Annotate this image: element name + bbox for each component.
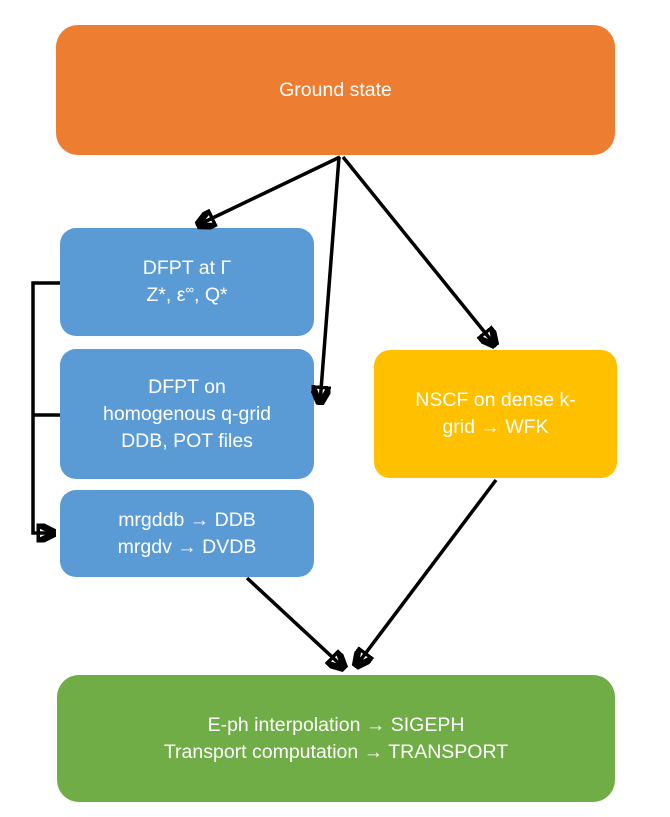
edge-nscf-to-eph (356, 478, 498, 666)
node-eph-transport: E-ph interpolation → SIGEPH Transport co… (57, 675, 615, 802)
node-nscf-line2: grid → WFK (442, 416, 549, 438)
edge-mrgddb-to-eph (245, 576, 344, 668)
node-ground-state: Ground state (56, 25, 615, 155)
node-mrgddb-line2: mrgdv → DVDB (117, 535, 257, 558)
node-dfpt-gamma-line2a: Z*, ε (146, 284, 186, 306)
node-dfpt-gamma-line1: DFPT at Γ (142, 257, 232, 279)
node-nscf-line1: NSCF on dense k- (415, 389, 576, 411)
node-eph-line1: E-ph interpolation → SIGEPH (207, 713, 465, 736)
edge-ground-to-dfpt-qgrid (320, 156, 341, 403)
node-mrgddb-line1: mrgddb → DDB (118, 508, 256, 531)
edge-dfpt-gamma-to-mrgddb (31, 281, 60, 533)
node-dfpt-qgrid-line3: DDB, POT files (121, 429, 253, 452)
node-dfpt-gamma-line2: Z*, ε∞, Q* (146, 282, 227, 309)
node-nscf: NSCF on dense k- grid → WFK (374, 350, 617, 478)
edge-ground-to-dfpt-gamma (198, 155, 341, 225)
node-dfpt-gamma-line2-sup: ∞ (185, 282, 195, 297)
node-mrgddb: mrgddb → DDB mrgdv → DVDB (60, 490, 314, 577)
node-dfpt-gamma-line2b: , Q* (194, 284, 228, 306)
node-dfpt-qgrid-line1: DFPT on (148, 375, 226, 398)
node-dfpt-qgrid-line2: homogenous q-grid (102, 402, 272, 425)
node-ground-state-label: Ground state (279, 78, 392, 101)
node-eph-line2: Transport computation → TRANSPORT (163, 740, 509, 763)
node-dfpt-gamma: DFPT at Γ Z*, ε∞, Q* (60, 228, 314, 336)
edge-ground-to-nscf (341, 155, 495, 345)
node-dfpt-qgrid: DFPT on homogenous q-grid DDB, POT files (60, 349, 314, 479)
